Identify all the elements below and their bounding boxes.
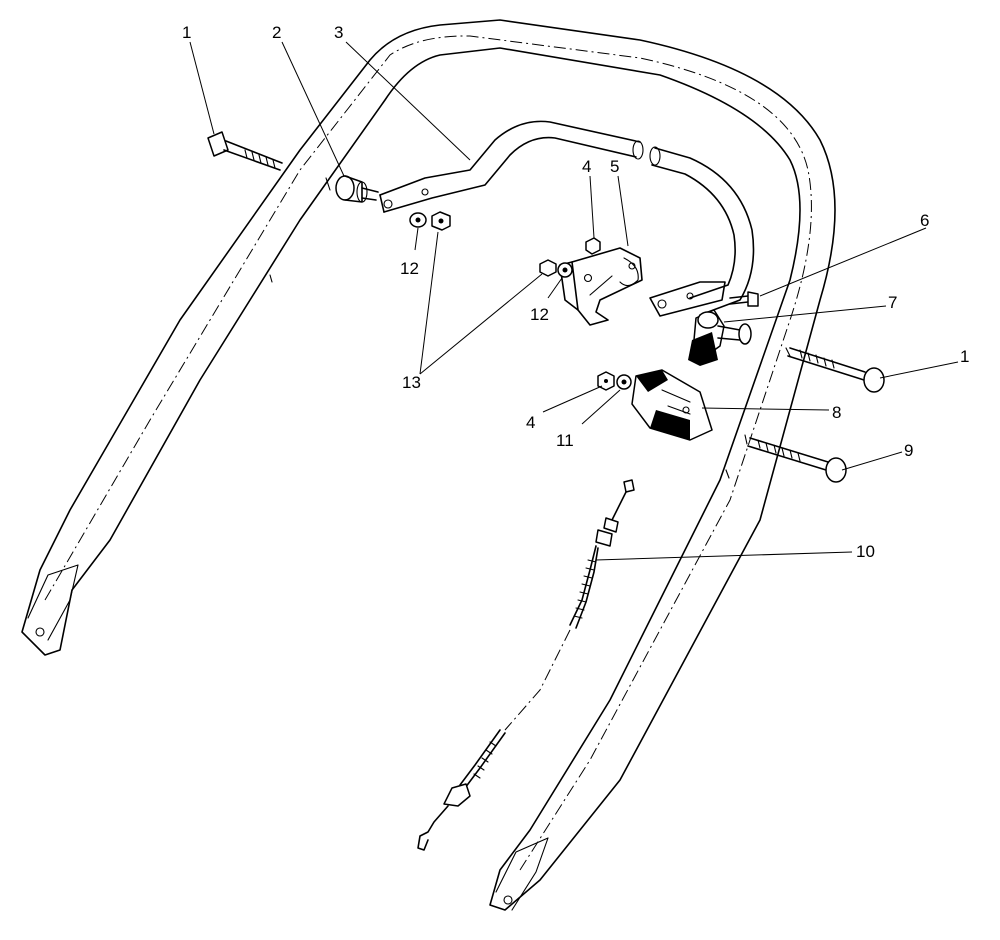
part-12-washer-left <box>409 212 427 228</box>
callout-7: 7 <box>888 293 897 312</box>
part-6-screw <box>729 291 759 307</box>
callout-6: 6 <box>920 211 929 230</box>
part-7-latch-knob <box>688 309 752 366</box>
callout-8: 8 <box>832 403 841 422</box>
callout-3: 3 <box>334 23 343 42</box>
callout-12-left: 12 <box>400 259 419 278</box>
handle-frame <box>21 19 836 911</box>
part-5-bracket <box>559 247 643 326</box>
part-3-control-bail <box>379 120 755 317</box>
part-4-nut-top <box>585 237 601 255</box>
callout-4-top: 4 <box>582 157 591 176</box>
callout-9: 9 <box>904 441 913 460</box>
callout-2: 2 <box>272 23 281 42</box>
part-11-washer <box>616 374 632 390</box>
callout-11: 11 <box>556 431 574 450</box>
callout-labels: 1 2 3 4 5 6 7 1 12 12 13 8 4 11 9 10 <box>182 23 969 561</box>
callout-4-lower: 4 <box>526 413 535 432</box>
part-1-bolt-top <box>207 131 283 171</box>
callout-5: 5 <box>610 157 619 176</box>
part-9-bolt <box>747 437 847 483</box>
callout-12-centre: 12 <box>530 305 549 324</box>
part-8-cable-holder <box>631 369 713 441</box>
leader-lines <box>189 41 959 561</box>
part-12-13-washer-nut-centre <box>539 259 573 278</box>
part-13-nut-left <box>431 211 451 231</box>
part-10-control-cable <box>417 479 635 851</box>
callout-1-right: 1 <box>960 347 969 366</box>
callout-10: 10 <box>856 542 875 561</box>
callout-1-top: 1 <box>182 23 191 42</box>
part-4-nut-lower <box>597 371 615 391</box>
callout-13: 13 <box>402 373 421 392</box>
part-1-bolt-right <box>787 347 885 393</box>
part-2-bushing <box>335 175 379 203</box>
